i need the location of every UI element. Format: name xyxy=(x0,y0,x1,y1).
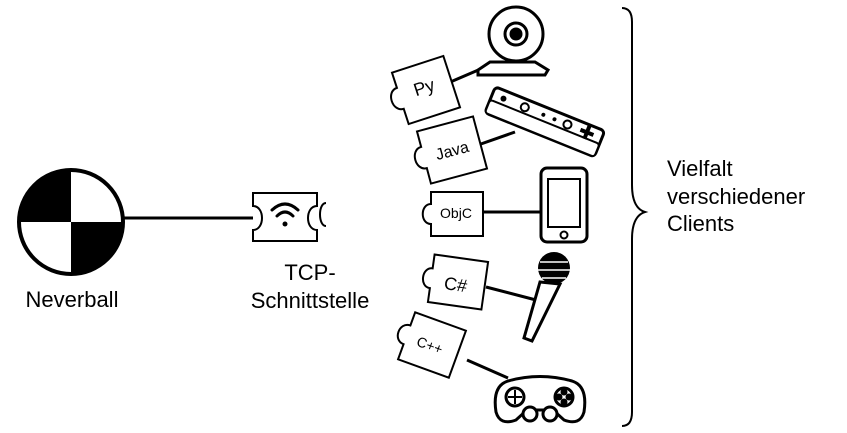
clients-label-line1: Vielfalt xyxy=(667,156,733,181)
tcp-interface-label: TCP- Schnittstelle xyxy=(205,259,415,314)
curly-brace xyxy=(621,7,649,427)
client-cpp: C++ xyxy=(396,310,587,424)
clients-label-line3: Clients xyxy=(667,211,735,236)
client-java: Java xyxy=(413,86,606,185)
client-py: Py xyxy=(390,5,551,126)
tcp-label-line2: Schnittstelle xyxy=(250,287,370,313)
webcam-icon xyxy=(476,5,551,77)
client-csharp: C# xyxy=(422,252,570,343)
wifi-icon xyxy=(270,202,300,227)
client-language-label: C# xyxy=(443,273,469,296)
tcp-label-line1: TCP- xyxy=(284,260,336,285)
clients-label-line2: verschiedener xyxy=(667,183,806,209)
wii-remote-icon xyxy=(484,86,606,158)
tcp-interface-piece xyxy=(252,192,327,242)
microphone-icon xyxy=(522,252,570,343)
neverball-logo-icon xyxy=(17,168,125,276)
connection-line xyxy=(485,285,537,302)
client-language-label: ObjC xyxy=(440,205,472,221)
connection-line xyxy=(466,358,509,380)
clients-variety-label: Vielfalt verschiedener Clients xyxy=(667,155,847,238)
neverball-label: Neverball xyxy=(25,287,119,312)
gamepad-icon xyxy=(493,375,587,424)
client-objc: ObjC xyxy=(421,166,589,244)
connection-line xyxy=(477,130,516,147)
tablet-icon xyxy=(539,166,589,244)
